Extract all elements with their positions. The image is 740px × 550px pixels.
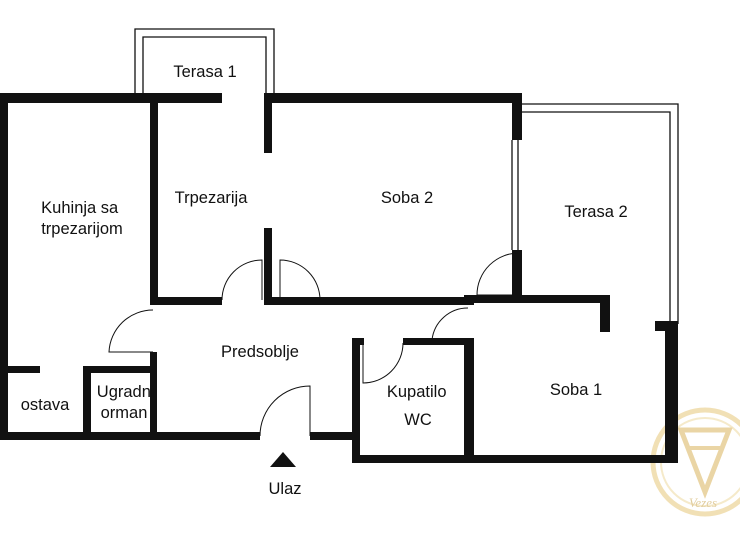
room-label-soba-2: Soba 2 xyxy=(381,189,433,207)
entrance-arrow-icon xyxy=(270,452,296,467)
doors xyxy=(108,252,521,437)
entrance-label: Ulaz xyxy=(268,480,301,498)
room-label-terasa-1: Terasa 1 xyxy=(173,63,236,81)
window-soba-2 xyxy=(511,140,519,250)
room-label-ostava: ostava xyxy=(21,396,70,414)
terrace-2-outline xyxy=(522,103,679,324)
room-label-ugradni-orman: Ugradni orman xyxy=(97,383,159,422)
walls xyxy=(0,93,678,463)
room-label-terasa-2: Terasa 2 xyxy=(564,203,627,221)
room-label-trpezarija: Trpezarija xyxy=(175,189,249,207)
logo-text: Vezes xyxy=(689,495,717,510)
terrace-1-outline xyxy=(134,28,275,96)
room-label-predsoblje: Predsoblje xyxy=(221,343,299,361)
room-label-kupatilo: Kupatilo WC xyxy=(387,383,451,429)
room-label-soba-1: Soba 1 xyxy=(550,381,602,399)
room-label-kuhinja: Kuhinja sa trpezarijom xyxy=(41,199,123,238)
